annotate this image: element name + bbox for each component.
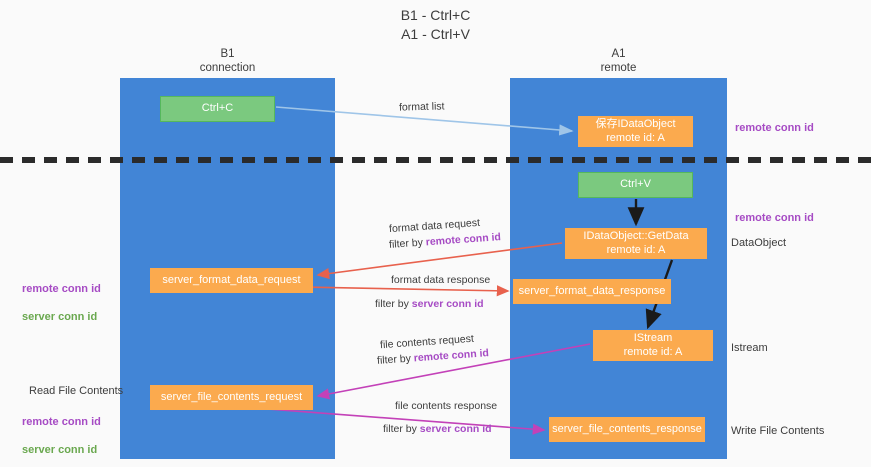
arrow-label-format-data-response: format data response (391, 274, 491, 286)
arrow-label-format-list: format list (398, 100, 445, 114)
box-server-format-data-request[interactable]: server_format_data_request (150, 268, 313, 293)
legend-remote-conn-id-2: remote conn id (22, 416, 101, 428)
column-header-b1: B1 connection (199, 48, 256, 74)
box-server-format-data-response[interactable]: server_format_data_response (513, 279, 671, 304)
box-ctrl-v[interactable]: Ctrl+V (578, 172, 693, 198)
box-idataobject-getdata[interactable]: IDataObject::GetData remote id: A (565, 228, 707, 259)
label-dataobject: DataObject (731, 237, 787, 249)
filter-prefix: filter by (383, 423, 420, 435)
box-ctrl-c[interactable]: Ctrl+C (160, 96, 275, 122)
arrow-label-file-contents-response: file contents response (395, 400, 498, 412)
filter-key-remote-conn-id: remote conn id (413, 347, 490, 365)
legend-remote-conn-id: remote conn id (22, 283, 101, 295)
arrow-format-list (275, 106, 574, 136)
legend-server-conn-id-2: server conn id (22, 444, 98, 456)
filter-prefix: filter by (375, 298, 412, 310)
label-write-file-contents: Write File Contents (731, 425, 825, 437)
arrow-label-format-data-response-filter: filter by server conn id (375, 297, 484, 312)
section-divider (0, 157, 871, 163)
box-istream[interactable]: IStream remote id: A (593, 330, 713, 361)
diagram-title: B1 - Ctrl+C A1 - Ctrl+V (400, 7, 471, 42)
filter-key-server-conn-id: server conn id (419, 423, 492, 435)
box-server-file-contents-response[interactable]: server_file_contents_response (549, 417, 705, 442)
arrow-file-contents-request (316, 343, 591, 400)
box-format-data-object[interactable]: 保存IDataObject remote id: A (578, 116, 693, 147)
label-remote-conn-id-top: remote conn id (735, 122, 814, 134)
filter-prefix: filter by (388, 236, 427, 251)
arrow-format-data-request (316, 242, 563, 280)
filter-key-remote-conn-id: remote conn id (425, 231, 502, 249)
legend-bottom: remote conn id server conn id (22, 401, 101, 457)
filter-prefix: filter by (376, 352, 415, 367)
label-read-file-contents: Read File Contents (29, 385, 124, 397)
filter-key-server-conn-id: server conn id (411, 298, 484, 310)
box-server-file-contents-request[interactable]: server_file_contents_request (150, 385, 313, 410)
label-remote-conn-id-mid: remote conn id (735, 212, 814, 224)
label-istream: Istream (731, 342, 768, 354)
legend-server-conn-id: server conn id (22, 311, 98, 323)
arrow-label-file-contents-response-filter: filter by server conn id (383, 422, 492, 437)
column-header-a1: A1 remote (600, 48, 637, 74)
legend-top: remote conn id server conn id (22, 268, 101, 324)
